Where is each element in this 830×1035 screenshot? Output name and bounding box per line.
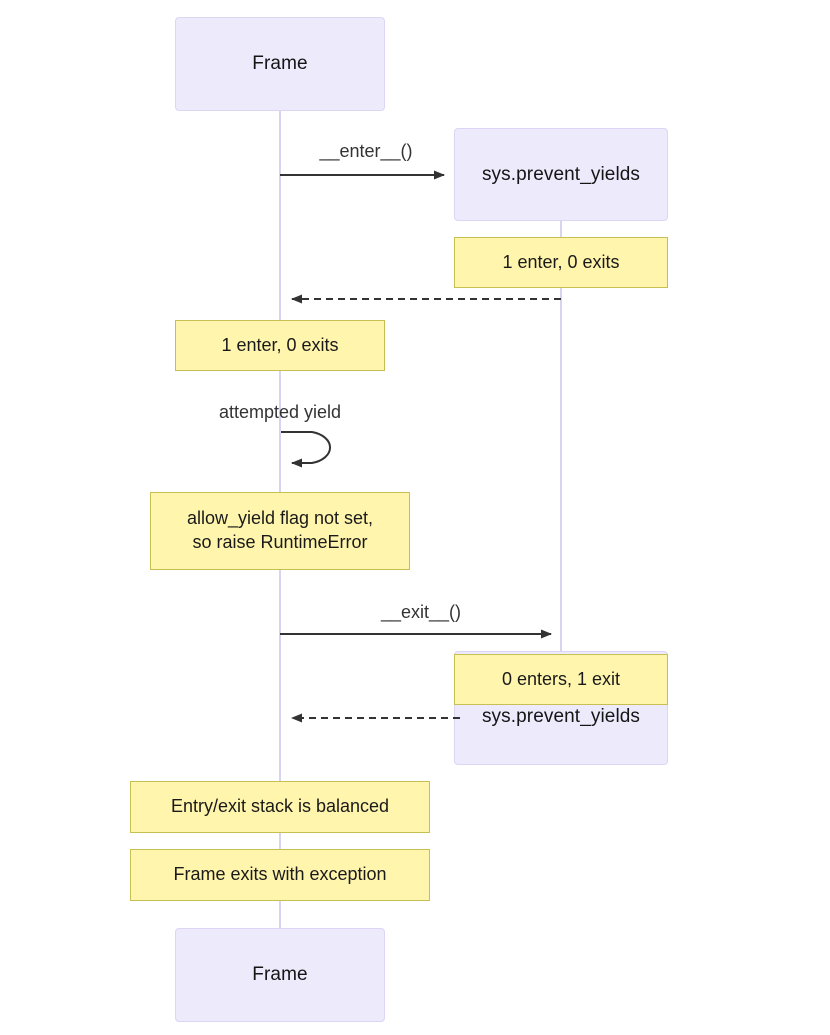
note-left-enter-count: 1 enter, 0 exits xyxy=(175,320,385,371)
participant-prevent-yields-bottom-label: sys.prevent_yields xyxy=(481,706,641,727)
participant-frame-top-label: Frame xyxy=(252,53,308,74)
participant-prevent-yields-top-label: sys.prevent_yields xyxy=(481,163,641,185)
participant-frame-top[interactable]: Frame xyxy=(175,17,385,111)
note-stack-balanced-text: Entry/exit stack is balanced xyxy=(170,796,390,817)
note-right-exit-count: 0 enters, 1 exit xyxy=(454,654,668,705)
note-runtime-error: allow_yield flag not set, so raise Runti… xyxy=(150,492,410,570)
note-frame-exits: Frame exits with exception xyxy=(130,849,430,901)
note-left-enter-count-text: 1 enter, 0 exits xyxy=(221,334,339,355)
participant-prevent-yields-top[interactable]: sys.prevent_yields xyxy=(454,128,668,221)
lifeline-prevent-yields xyxy=(560,220,562,652)
message-label-exit: __exit__() xyxy=(280,602,562,623)
message-label-self-yield-text: attempted yield xyxy=(218,402,342,422)
note-frame-exits-text: Frame exits with exception xyxy=(173,864,387,885)
note-right-exit-count-text: 0 enters, 1 exit xyxy=(501,668,621,689)
note-stack-balanced: Entry/exit stack is balanced xyxy=(130,781,430,833)
message-label-enter-text: __enter__() xyxy=(319,141,413,161)
message-label-enter: __enter__() xyxy=(280,141,452,162)
message-line-self-yield xyxy=(281,431,332,468)
note-right-enter-count-text: 1 enter, 0 exits xyxy=(502,251,620,272)
message-label-self-yield: attempted yield xyxy=(180,402,380,423)
participant-frame-bottom[interactable]: Frame xyxy=(175,928,385,1022)
note-runtime-error-text: allow_yield flag not set, so raise Runti… xyxy=(186,508,374,552)
note-right-enter-count: 1 enter, 0 exits xyxy=(454,237,668,288)
message-label-exit-text: __exit__() xyxy=(380,602,462,622)
participant-frame-bottom-label: Frame xyxy=(252,964,308,985)
